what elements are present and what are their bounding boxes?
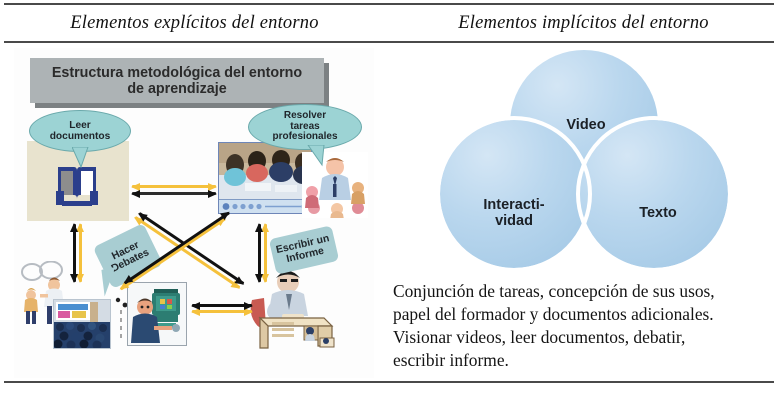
- bubble-resolver-tail: [307, 145, 325, 167]
- venn-label-video: Video: [566, 117, 606, 133]
- venn-diagram: Video Interacti-vidad Texto: [432, 48, 732, 272]
- table-top-rule: [4, 3, 774, 5]
- venn-label-interactividad: Interacti-vidad: [483, 197, 545, 229]
- video-controls-bar[interactable]: [219, 199, 311, 213]
- table-cell-implicit-content: Video Interacti-vidad Texto Conjunción d…: [390, 44, 778, 380]
- table-bottom-rule: [4, 381, 774, 383]
- header-label-explicit: Elementos explícitos del entorno: [70, 12, 319, 33]
- person-writing-at-desk-clipart: [250, 271, 335, 349]
- paragraph-line: escribir informe.: [393, 349, 509, 370]
- paragraph-line: papel del formador y documentos adiciona…: [393, 303, 714, 324]
- bubble-leer-tail: [72, 147, 89, 169]
- header-label-implicit: Elementos implícitos del entorno: [458, 12, 709, 33]
- video-player-students-photo: [218, 142, 312, 214]
- venn-ring-left: [436, 116, 592, 272]
- table-header-cell-implicit: Elementos implícitos del entorno: [389, 5, 778, 41]
- table-header-rule: [4, 41, 774, 43]
- person-at-computer-clipart: [127, 282, 187, 346]
- implicit-description-paragraph: Conjunción de tareas, concepción de sus …: [393, 280, 775, 372]
- venn-label-texto: Texto: [639, 205, 677, 221]
- paragraph-line: Visionar videos, leer documentos, debati…: [393, 326, 686, 347]
- audience-conference-photo: [53, 299, 111, 349]
- arrow-diagonal-doc-desk-dark: [136, 209, 247, 288]
- book-icon: [56, 167, 98, 206]
- students-working-image: [219, 143, 311, 199]
- paragraph-line: Conjunción de tareas, concepción de sus …: [393, 281, 715, 301]
- table-header-cell-explicit: Elementos explícitos del entorno: [0, 5, 389, 41]
- bubble-debates-tail: [101, 266, 116, 297]
- venn-ring-right: [576, 116, 732, 272]
- table-header-row: Elementos explícitos del entorno Element…: [0, 5, 778, 41]
- teacher-children-clipart: [302, 152, 368, 218]
